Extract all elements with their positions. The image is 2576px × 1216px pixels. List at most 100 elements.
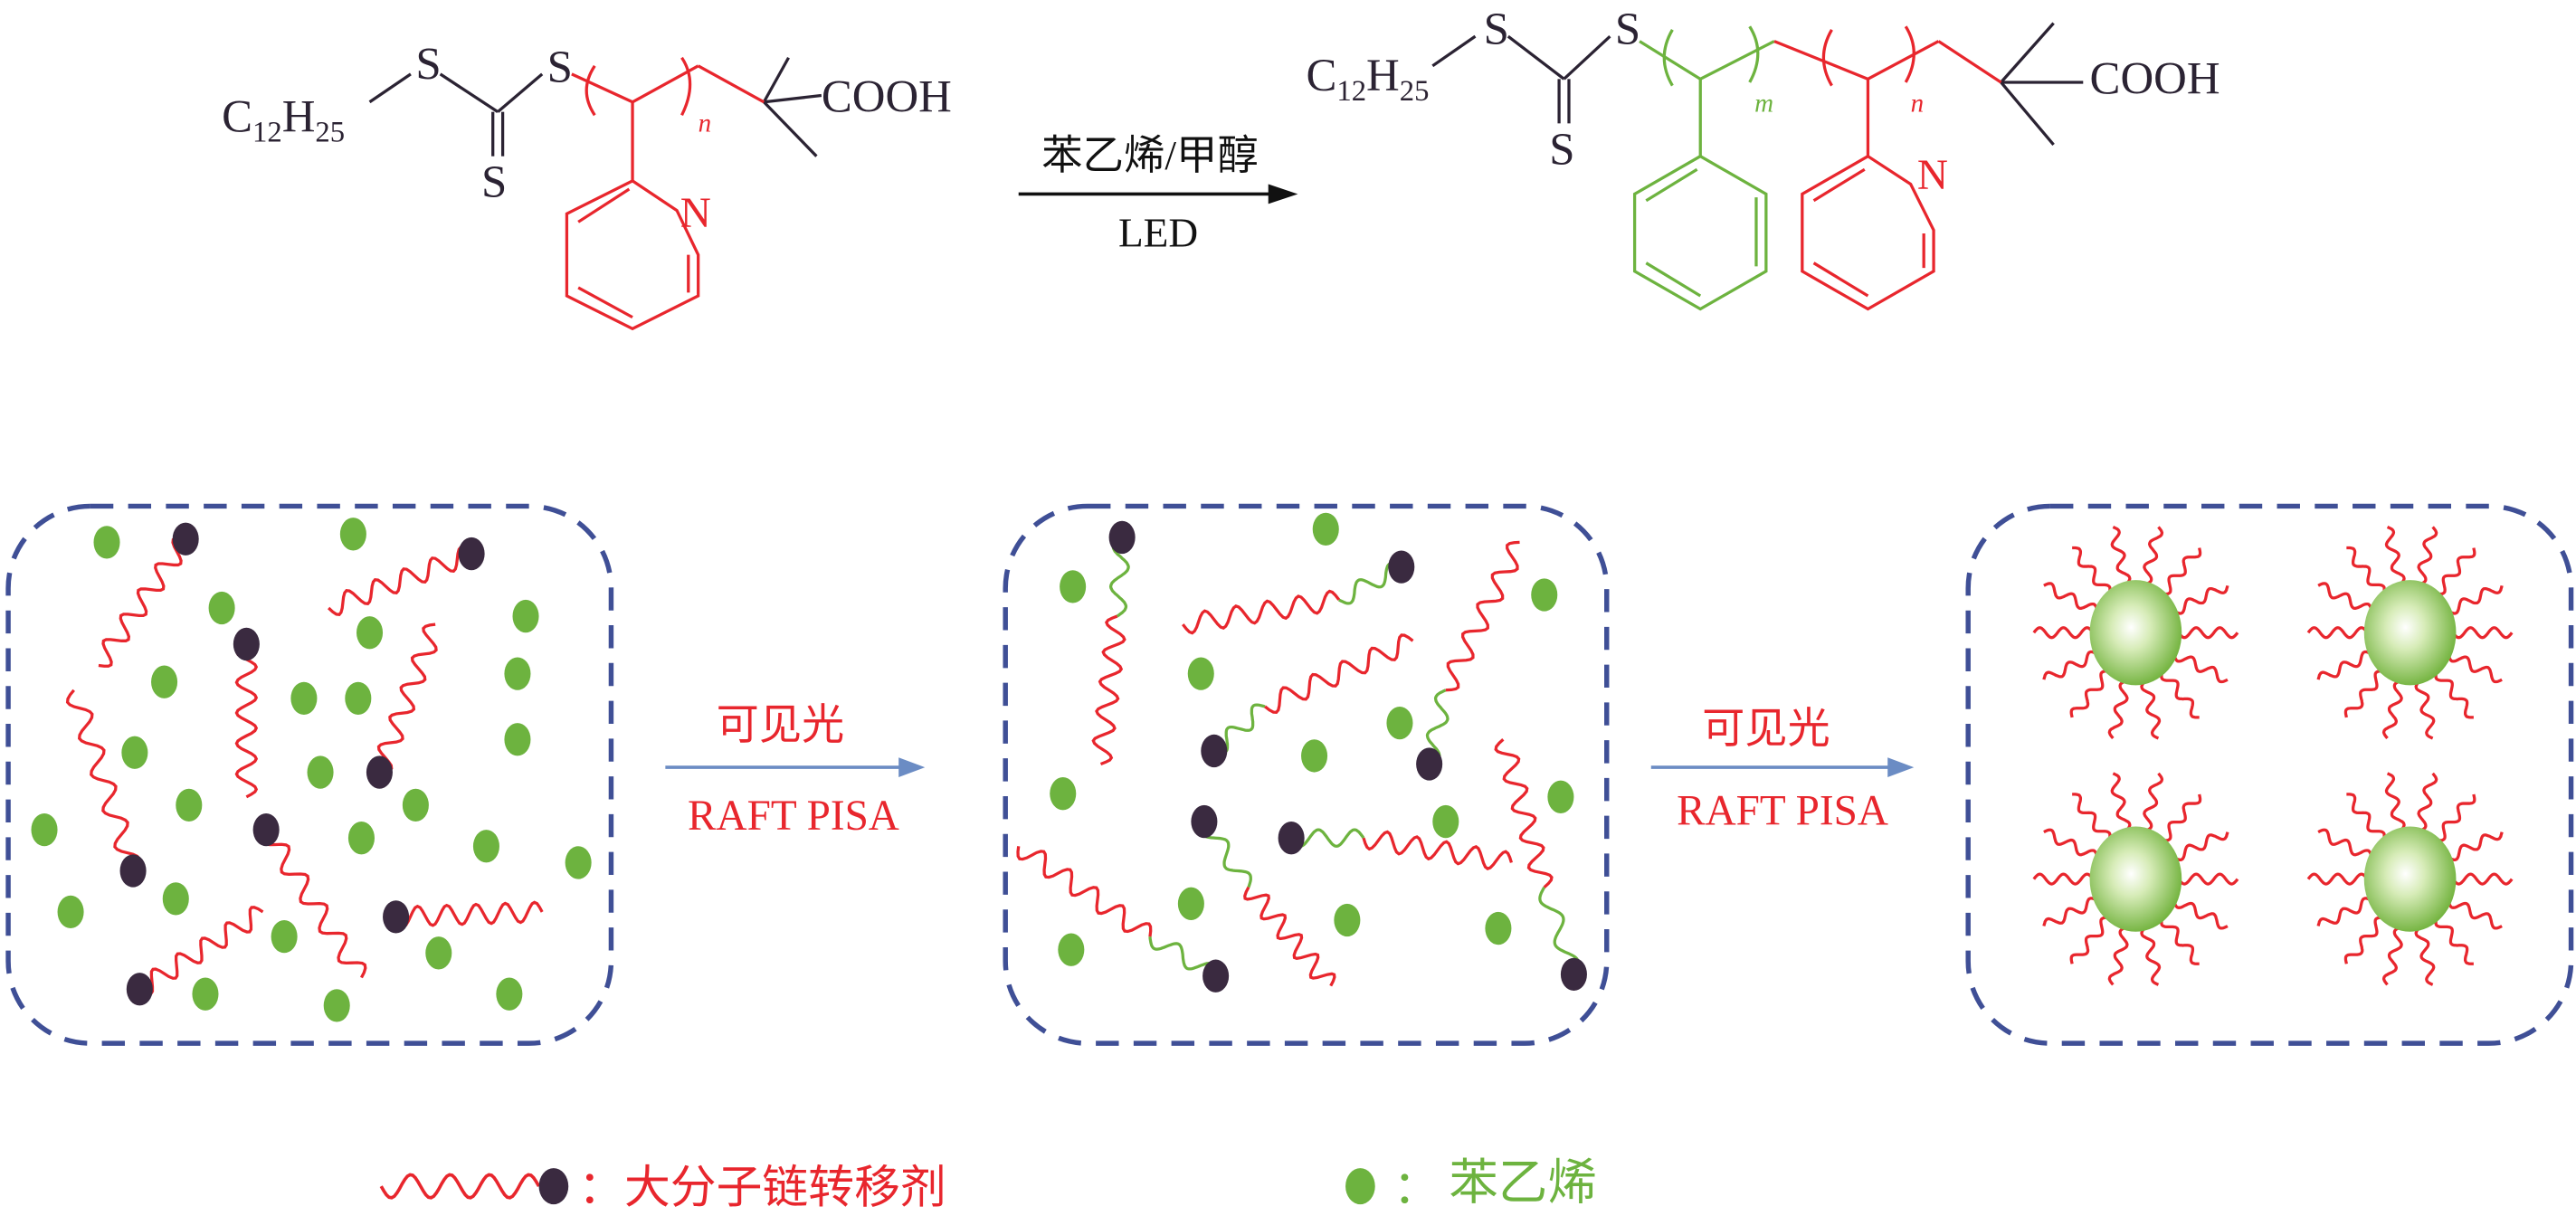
styrene-monomer-dot	[1334, 903, 1361, 937]
styrene-monomer-dot	[1301, 739, 1328, 773]
svg-text:N: N	[1917, 152, 1948, 199]
corona-chain	[2306, 872, 2369, 886]
macro-cta-chain	[138, 906, 264, 995]
corona-chain	[2032, 872, 2095, 886]
styrene-monomer-dot	[339, 518, 366, 551]
styrene-monomer-dot	[512, 599, 539, 633]
corona-chain	[2140, 679, 2162, 740]
corona-chain	[2417, 772, 2438, 832]
styrene-monomer-dot	[347, 822, 375, 855]
corona-chain	[2043, 582, 2099, 612]
svg-text:n: n	[1911, 90, 1925, 119]
corona-chain	[2316, 897, 2372, 926]
corona-chain	[2343, 916, 2384, 964]
macro-cta-chain	[234, 642, 259, 799]
styrene-monomer-dot	[1050, 777, 1077, 811]
macro-cta-chain	[394, 900, 544, 928]
corona-chain	[2447, 899, 2503, 930]
corona-chain	[2381, 926, 2403, 986]
reaction-conditions-top: 苯乙烯/甲醇	[1041, 133, 1258, 178]
styrene-monomer-dot	[1432, 804, 1459, 839]
final-state-box	[1965, 503, 2574, 1046]
legend: ：大分子链转移剂 ： 苯乙烯	[379, 1155, 1597, 1212]
polystyrene-core-sphere	[2089, 826, 2182, 932]
macro-cta-chain	[1091, 614, 1126, 766]
reaction-arrow: 苯乙烯/甲醇 LED	[1018, 133, 1298, 256]
initial-state-box	[5, 503, 614, 1046]
styrene-monomer-dot	[1187, 657, 1214, 690]
corona-chain	[2043, 828, 2099, 859]
corona-chain	[2346, 793, 2386, 841]
cta-end-group-dot	[1560, 957, 1587, 992]
macro-cta-chain	[1182, 589, 1341, 635]
intermediate-state-box	[1003, 503, 1610, 1046]
cta-end-group-dot	[233, 627, 260, 661]
corona-chain	[2072, 793, 2112, 841]
svg-text:S: S	[547, 42, 573, 92]
styrene-monomer-dot	[345, 681, 372, 716]
macro-cta-chain	[1494, 738, 1554, 888]
polystyrene-core-sphere	[2363, 826, 2457, 932]
svg-text:S: S	[481, 157, 507, 207]
corona-chain	[2414, 926, 2436, 986]
styrene-monomer-dot	[162, 882, 189, 916]
cta-end-group-dot	[1191, 804, 1218, 839]
corona-chain	[2414, 679, 2436, 740]
corona-chain	[2434, 917, 2474, 965]
styrene-monomer-dot	[57, 895, 84, 929]
styrene-monomer-dot	[356, 616, 384, 650]
polystyrene-block	[1538, 886, 1580, 975]
styrene-monomer-dot	[307, 755, 334, 789]
styrene-monomer-dot	[1531, 578, 1558, 612]
corona-chain	[2436, 547, 2476, 596]
macro-cta-chain	[1362, 830, 1513, 871]
macro-cta-chain	[1264, 633, 1414, 714]
svg-text:C12H25: C12H25	[1306, 50, 1429, 108]
corona-chain	[2343, 670, 2384, 718]
styrene-monomer-dot	[208, 591, 235, 625]
svg-text:COOH: COOH	[2090, 53, 2220, 104]
corona-chain	[2069, 916, 2110, 964]
corona-chain	[2317, 582, 2373, 612]
styrene-monomer-dot	[1060, 570, 1087, 603]
corona-chain	[2173, 584, 2229, 615]
corona-chain	[2042, 897, 2098, 926]
polystyrene-block	[1289, 828, 1365, 848]
macro-cta-chain	[65, 689, 141, 872]
styrene-monomer-dot	[271, 919, 298, 954]
styrene-monomer-dot	[31, 812, 58, 847]
cta-end-group-dot	[1201, 734, 1228, 768]
corona-chain	[2107, 679, 2129, 740]
macro-cta-chain	[376, 622, 438, 774]
corona-chain	[2172, 653, 2229, 684]
svg-text:C12H25: C12H25	[222, 90, 345, 148]
styrene-monomer-dot	[1058, 933, 1085, 966]
cta-end-group-dot	[458, 537, 485, 571]
corona-chain	[2417, 526, 2438, 586]
corona-chain	[2140, 926, 2162, 986]
macro-cta-chain	[261, 829, 367, 979]
corona-chain	[2162, 793, 2202, 842]
process-arrow-2: 可见光 RAFT PISA	[1650, 706, 1915, 835]
corona-chain	[2451, 626, 2514, 640]
cta-end-group-dot	[1278, 822, 1305, 855]
styrene-monomer-dot	[323, 989, 350, 1022]
corona-chain	[2032, 626, 2095, 640]
corona-chain	[2448, 831, 2504, 861]
svg-text:COOH: COOH	[822, 71, 952, 122]
polystyrene-block	[1338, 561, 1402, 605]
macro-cta-chain	[1445, 540, 1520, 692]
cta-end-group-dot	[1388, 550, 1415, 584]
styrene-monomer-dot	[425, 936, 452, 970]
styrene-monomer-dot	[504, 723, 531, 756]
styrene-monomer-dot	[121, 736, 148, 769]
corona-chain	[2306, 626, 2369, 640]
styrene-monomer-dot	[472, 830, 499, 863]
legend-styrene-dot-icon	[1345, 1168, 1375, 1205]
polystyrene-core-sphere	[2089, 580, 2182, 686]
macro-cta-chain	[98, 537, 186, 668]
cta-end-group-dot	[1416, 747, 1443, 781]
macro-cta-chain	[328, 546, 473, 616]
corona-chain	[2384, 525, 2406, 586]
